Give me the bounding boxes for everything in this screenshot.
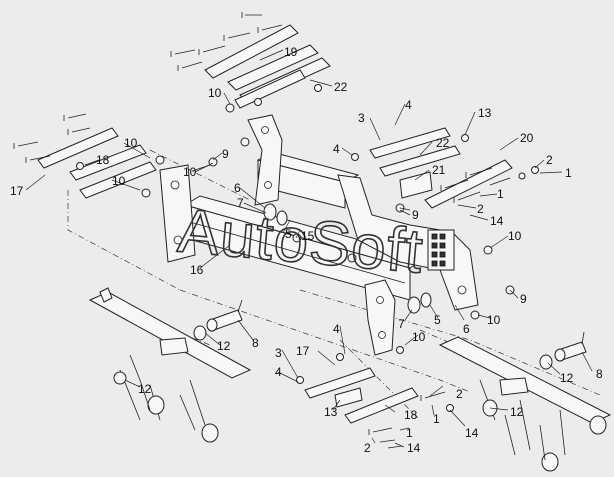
callout-14: 14 (490, 214, 504, 228)
callout-18: 18 (404, 408, 418, 422)
callout-3: 3 (358, 111, 365, 125)
callout-1: 1 (497, 187, 504, 201)
left-side-plate (159, 164, 196, 263)
callout-5: 5 (285, 227, 292, 241)
callout-9: 9 (520, 292, 527, 306)
main-frame-beam (183, 151, 427, 301)
callout-20: 20 (520, 131, 534, 145)
callout-8: 8 (596, 367, 603, 381)
callout-10: 10 (124, 136, 138, 150)
callout-13: 13 (324, 405, 338, 419)
callout-4: 4 (333, 142, 340, 156)
callout-17: 17 (10, 184, 24, 198)
right-link-plates (369, 127, 513, 209)
upper-rear-bracket (247, 114, 283, 206)
callout-9: 9 (412, 208, 419, 222)
callout-10: 10 (183, 165, 197, 179)
callout-12: 12 (560, 371, 574, 385)
callout-22: 22 (436, 136, 450, 150)
callout-labels: 19 22 10 13 4 3 22 20 4 2 1 21 1 2 14 9 … (10, 45, 603, 455)
callout-10: 10 (508, 229, 522, 243)
callout-13: 13 (478, 106, 492, 120)
upper-link-plates (204, 24, 331, 109)
callout-10: 10 (112, 174, 126, 188)
callout-14: 14 (407, 441, 421, 455)
right-tool-frame (438, 336, 612, 472)
callout-6: 6 (234, 181, 241, 195)
bolt-set (13, 12, 511, 449)
lower-mid-bracket (364, 279, 396, 356)
left-link-plates (37, 127, 157, 199)
callout-15: 15 (301, 229, 315, 243)
leader-lines (25, 49, 593, 448)
callout-17: 17 (296, 344, 310, 358)
callout-22: 22 (334, 80, 348, 94)
nut-set (76, 84, 539, 412)
callout-10: 10 (487, 313, 501, 327)
callout-1: 1 (406, 426, 413, 440)
callout-1: 1 (433, 412, 440, 426)
callout-1: 1 (565, 166, 572, 180)
left-tool-frame (88, 287, 252, 443)
callout-18: 18 (96, 153, 110, 167)
callout-12: 12 (217, 339, 231, 353)
callout-8: 8 (252, 336, 259, 350)
callout-14: 14 (465, 426, 479, 440)
callout-7: 7 (237, 196, 244, 210)
callout-21: 21 (432, 163, 446, 177)
callout-5: 5 (434, 313, 441, 327)
callout-4: 4 (333, 322, 340, 336)
callout-4: 4 (275, 365, 282, 379)
pin-assemblies (193, 299, 587, 370)
callout-6: 6 (463, 322, 470, 336)
callout-4: 4 (405, 98, 412, 112)
callout-2: 2 (546, 153, 553, 167)
callout-9: 9 (222, 147, 229, 161)
callout-7: 7 (398, 317, 405, 331)
right-side-plate (337, 174, 479, 311)
callout-12: 12 (510, 405, 524, 419)
lower-link-plates (304, 367, 419, 424)
callout-2: 2 (364, 441, 371, 455)
callout-2: 2 (456, 387, 463, 401)
callout-10: 10 (208, 86, 222, 100)
callout-12: 12 (138, 382, 152, 396)
callout-16: 16 (190, 263, 204, 277)
callout-19: 19 (284, 45, 298, 59)
callout-3: 3 (275, 346, 282, 360)
callout-10: 10 (412, 330, 426, 344)
callout-2: 2 (477, 202, 484, 216)
